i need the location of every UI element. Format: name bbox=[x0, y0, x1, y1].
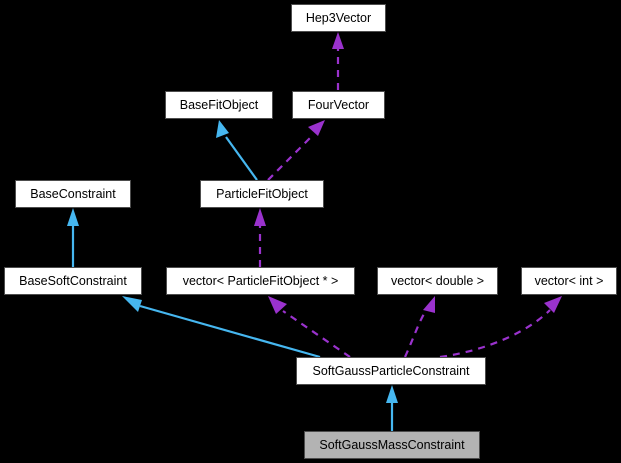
edge-particlefitobject-to-fourvector bbox=[267, 120, 325, 181]
class-node-vector-double[interactable]: vector< double > bbox=[377, 267, 498, 295]
class-node-label: ParticleFitObject bbox=[216, 186, 308, 201]
class-node-softgaussmassconstraint[interactable]: SoftGaussMassConstraint bbox=[304, 431, 480, 459]
class-node-baseconstraint[interactable]: BaseConstraint bbox=[15, 180, 131, 208]
class-node-label: BaseSoftConstraint bbox=[19, 273, 127, 288]
class-node-vector-int[interactable]: vector< int > bbox=[521, 267, 617, 295]
edge-sgpc-to-vectordouble bbox=[403, 296, 435, 358]
class-node-hep3vector[interactable]: Hep3Vector bbox=[291, 4, 386, 32]
edge-sgpc-to-vectorint bbox=[439, 296, 562, 359]
edge-sgmc-to-sgpc bbox=[386, 385, 398, 431]
class-node-basesoftconstraint[interactable]: BaseSoftConstraint bbox=[4, 267, 142, 295]
class-node-label: vector< ParticleFitObject * > bbox=[182, 273, 339, 288]
class-node-label: Hep3Vector bbox=[305, 10, 372, 25]
edge-sgpc-to-vectorparticlefitobject bbox=[268, 296, 351, 358]
class-node-label: SoftGaussParticleConstraint bbox=[312, 363, 470, 378]
edge-particlefitobject-to-basefitobject bbox=[216, 120, 258, 181]
class-node-particlefitobject[interactable]: ParticleFitObject bbox=[200, 180, 324, 208]
class-node-basefitobject[interactable]: BaseFitObject bbox=[165, 91, 273, 119]
edge-sgpc-to-basesoftconstraint bbox=[122, 296, 321, 359]
class-node-label: vector< double > bbox=[390, 273, 485, 288]
edge-fourvector-to-hep3vector bbox=[332, 32, 344, 90]
edge-vectorparticlefitobject-to-particlefitobject bbox=[254, 208, 266, 267]
class-node-label: SoftGaussMassConstraint bbox=[319, 437, 465, 452]
class-node-label: BaseConstraint bbox=[30, 186, 116, 201]
class-node-vector-particlefitobject-ptr[interactable]: vector< ParticleFitObject * > bbox=[166, 267, 355, 295]
class-node-label: vector< int > bbox=[534, 273, 604, 288]
class-node-softgaussparticleconstraint[interactable]: SoftGaussParticleConstraint bbox=[296, 357, 486, 385]
edge-basesoftconstraint-to-baseconstraint bbox=[67, 208, 79, 267]
class-node-label: FourVector bbox=[307, 97, 370, 112]
class-node-label: BaseFitObject bbox=[179, 97, 259, 112]
class-node-fourvector[interactable]: FourVector bbox=[292, 91, 385, 119]
